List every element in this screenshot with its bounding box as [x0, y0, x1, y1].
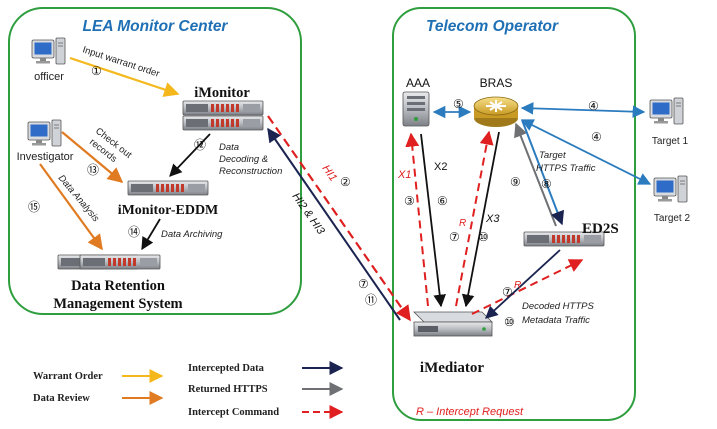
step-number-10a: ⑩ [478, 230, 489, 244]
officer-label: officer [34, 71, 64, 83]
data-archiving-arrow [141, 218, 161, 251]
imediator-label: iMediator [420, 360, 484, 376]
x2-label: X2 [434, 161, 447, 173]
target-https-label-line1: Target [539, 150, 566, 161]
data-decoding-label-line1: Data [219, 142, 239, 153]
hi2-hi3-label: HI2 & HI3 [290, 191, 328, 238]
step-number-5: ⑤ [453, 97, 464, 111]
imonitor-server-icon [182, 100, 264, 116]
data-decoding-arrow [169, 133, 211, 177]
lea-box-title: LEA Monitor Center [83, 18, 229, 35]
step-number-4a: ④ [588, 99, 599, 113]
data-archiving-label: Data Archiving [161, 229, 223, 240]
hi1-label: HI1 [320, 163, 340, 184]
step-number-11: ⑪ [365, 293, 377, 307]
bras-router-icon [473, 96, 519, 127]
target-1-pc-icon [649, 97, 684, 125]
aaa-label: AAA [406, 76, 430, 90]
hi1-intercept-command-arrow [267, 115, 411, 322]
officer-pc-icon [31, 37, 66, 65]
legend: Warrant Order Data Review Intercepted Da… [33, 361, 344, 419]
x3-intercepted-data-arrow [461, 131, 500, 308]
check-out-records-arrow [61, 131, 124, 183]
hi2-hi3-intercepted-data-arrow [267, 127, 401, 321]
r-label-aaa: R [459, 218, 466, 229]
step-number-7c: ⑦ [502, 285, 513, 299]
x1-intercept-command-arrow [405, 132, 429, 307]
legend-data-review-label: Data Review [33, 393, 90, 404]
imonitor-label: iMonitor [194, 85, 250, 101]
drms-label-line1: Data Retention [71, 278, 165, 294]
legend-returned-https-label: Returned HTTPS [188, 384, 268, 395]
target-1-label: Target 1 [652, 136, 689, 147]
r-intercept-request-bras-arrow [455, 130, 494, 307]
step-number-7b: ⑦ [449, 230, 460, 244]
drms-label-line2: Management System [53, 296, 182, 312]
legend-warrant-order-label: Warrant Order [33, 371, 103, 382]
target-2-label: Target 2 [654, 213, 691, 224]
data-decoding-label-line2: Decoding & [219, 154, 268, 165]
ed2s-label: ED2S [582, 221, 619, 237]
target-https-label-line2: HTTPS Traffic [536, 163, 596, 174]
x1-label: X1 [397, 169, 411, 181]
r-intercept-request-ed2s-arrow [471, 259, 584, 315]
x3-label: X3 [485, 213, 500, 225]
bras-label: BRAS [480, 76, 513, 90]
step-number-8: ⑧ [541, 177, 552, 191]
step-number-9: ⑨ [510, 175, 521, 189]
r-intercept-request-note: R – Intercept Request [416, 406, 524, 418]
target-2-pc-icon [653, 175, 688, 203]
bras-target-1-link [520, 102, 646, 118]
imonitor-eddm-label: iMonitor-EDDM [118, 203, 219, 218]
telecom-box-title: Telecom Operator [426, 18, 559, 35]
decoded-https-label-line2: Metadata Traffic [522, 315, 590, 326]
data-decoding-label-line3: Reconstruction [219, 166, 282, 177]
r-label-ed2s: R [514, 280, 521, 291]
step-number-3: ③ [404, 194, 415, 208]
step-number-14: ⑭ [128, 225, 140, 239]
step-number-13: ⑬ [87, 163, 99, 177]
investigator-label: Investigator [17, 151, 74, 163]
imonitor-eddm-server-icon [127, 180, 209, 196]
step-number-6: ⑥ [437, 194, 448, 208]
telecom-operator-box [392, 7, 636, 421]
decoded-https-label-line1: Decoded HTTPS [522, 301, 594, 312]
step-number-12: ⑫ [194, 138, 206, 152]
data-analysis-arrow [39, 163, 103, 251]
legend-intercept-command-label: Intercept Command [188, 407, 279, 418]
legend-intercepted-data-label: Intercepted Data [188, 363, 265, 374]
bras-target-2-link [520, 119, 652, 185]
imediator-appliance-icon [413, 311, 493, 337]
step-number-15: ⑮ [28, 200, 40, 214]
decoded-https-arrow [485, 249, 561, 319]
aaa-server-icon [402, 91, 430, 127]
returned-https-arrow [514, 122, 557, 227]
step-number-1: ① [91, 64, 102, 78]
investigator-pc-icon [27, 119, 62, 147]
x2-intercepted-data-arrow [420, 133, 446, 308]
step-number-2: ② [340, 175, 351, 189]
step-number-10b: ⑩ [504, 315, 515, 329]
lea-monitor-center-box [8, 7, 302, 315]
step-number-4b: ④ [591, 130, 602, 144]
step-number-7a: ⑦ [358, 277, 369, 291]
warrant-order-arrow [69, 56, 180, 97]
